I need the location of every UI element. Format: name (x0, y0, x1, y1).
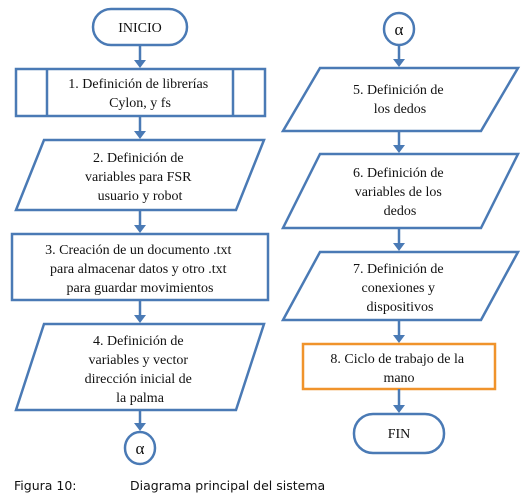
arrow-step3-to-step4 (134, 300, 146, 323)
step6-label: 6. Definición de variables de los dedos (353, 166, 447, 219)
figure-caption-text: Diagrama principal del sistema (130, 478, 326, 493)
step2-label: 2. Definición de variables para FSR usua… (85, 151, 195, 204)
step7-label: 7. Definición de conexiones y dispositiv… (353, 262, 447, 315)
step2-data: 2. Definición de variables para FSR usua… (14, 138, 266, 212)
connector-alpha-out: α (123, 430, 157, 466)
step3-process: 3. Creación de un documento .txt para al… (10, 232, 270, 302)
arrow-connector-to-step5 (393, 45, 405, 67)
step8-label: 8. Ciclo de trabajo de la mano (330, 352, 467, 386)
connector-alpha-in: α (382, 11, 416, 47)
step1-label: 1. Definición de librerías Cylon, y fs (68, 77, 211, 111)
step8-process: 8. Ciclo de trabajo de la mano (301, 342, 497, 391)
arrow-step7-to-step8 (393, 320, 405, 343)
step6-data: 6. Definición de variables de los dedos (280, 152, 521, 230)
step4-label: 4. Definición de variables y vector dire… (85, 334, 196, 406)
connector-alpha-out-label: α (136, 439, 145, 458)
arrow-start-to-step1 (134, 45, 146, 68)
step4-data: 4. Definición de variables y vector dire… (14, 322, 266, 412)
end-terminal-label: FIN (388, 427, 411, 442)
figure-caption-label: Figura 10: (14, 478, 77, 493)
step3-label: 3. Creación de un documento .txt para al… (45, 243, 235, 296)
arrow-step8-to-end (393, 389, 405, 413)
start-terminal: INICIO (91, 7, 189, 47)
connector-alpha-in-label: α (395, 20, 404, 39)
arrow-step6-to-step7 (393, 228, 405, 251)
arrow-step2-to-step3 (134, 210, 146, 233)
start-terminal-label: INICIO (118, 21, 162, 36)
step1-predefined-process: 1. Definición de librerías Cylon, y fs (14, 67, 267, 118)
step7-data: 7. Definición de conexiones y dispositiv… (280, 250, 521, 322)
arrow-step1-to-step2 (134, 116, 146, 139)
step5-data: 5. Definición de los dedos (280, 66, 521, 133)
arrow-step4-to-connector (134, 410, 146, 431)
arrow-step5-to-step6 (393, 131, 405, 153)
end-terminal: FIN (352, 412, 446, 455)
flowchart: INICIO 1. Definición de librerías Cylon,… (10, 7, 521, 466)
step5-label: 5. Definición de los dedos (353, 83, 447, 117)
